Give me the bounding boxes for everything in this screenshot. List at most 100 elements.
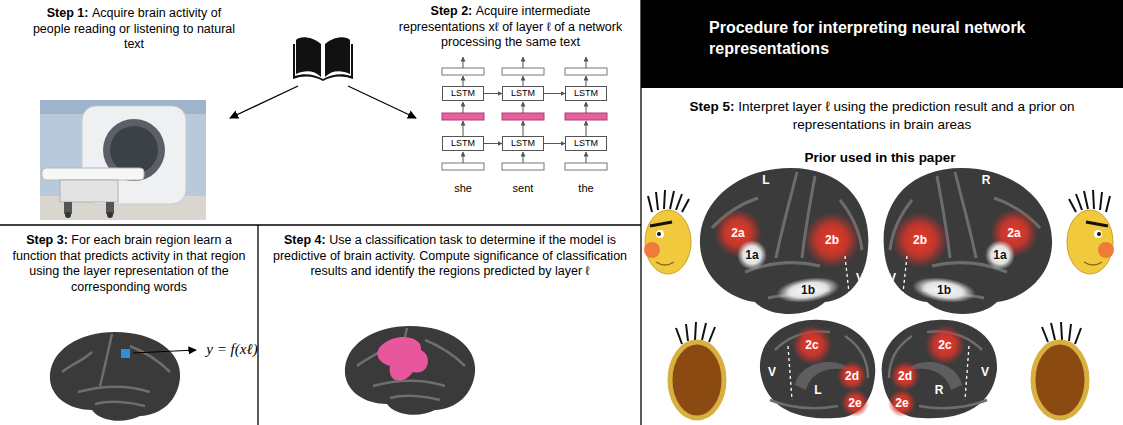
network-illustration — [442, 68, 607, 170]
network-illustration — [586, 102, 587, 113]
region-label: 2d — [898, 370, 912, 382]
medial-brain — [841, 389, 869, 417]
brain-illustration — [133, 350, 196, 353]
region-label: V — [981, 366, 989, 378]
lstm-box: LSTM — [565, 136, 607, 151]
step-panel: Step 1:Acquire brain activity of people … — [24, 4, 244, 64]
step-text: Step 3:For each brain region learn a fun… — [6, 231, 252, 296]
network-illustration — [463, 76, 464, 86]
panel-dividers — [0, 224, 641, 225]
network-illustration — [586, 57, 587, 68]
cartoon-head — [656, 230, 664, 238]
step-heading: Step 5: — [690, 99, 735, 114]
mri-scanner-photo — [107, 212, 113, 218]
lateral-brain — [737, 240, 767, 270]
step-panel: Step 4:Use a classification task to dete… — [259, 231, 641, 301]
node-text: Use a classification task to determine i… — [273, 233, 627, 278]
cartoon-head — [644, 190, 691, 274]
recurrent-arrow — [544, 143, 565, 144]
cartoon-head — [670, 342, 724, 418]
network-illustration — [463, 121, 464, 136]
medial-brain — [882, 320, 997, 418]
step-panel: Step 3:For each brain region learn a fun… — [0, 231, 258, 301]
network-illustration — [565, 68, 607, 75]
panel-dividers — [0, 0, 641, 425]
book-arrows — [230, 86, 416, 118]
region-label: R — [935, 384, 944, 396]
network-illustration — [565, 113, 607, 120]
cartoon-head — [656, 262, 674, 265]
input-word: sent — [513, 183, 534, 194]
brain-illustration — [377, 337, 428, 381]
region-label: 2e — [895, 397, 908, 409]
title-banner: Procedure for interpreting neural networ… — [641, 0, 1123, 88]
network-illustration — [586, 152, 587, 163]
brain-illustration — [62, 334, 170, 406]
input-word: she — [454, 183, 472, 194]
region-label: 1b — [937, 284, 951, 296]
step-heading: Step 4: — [284, 233, 326, 247]
cartoon-head — [670, 322, 724, 418]
mri-scanner-photo — [65, 212, 71, 218]
cartoon-head — [1033, 322, 1087, 418]
lateral-brain — [884, 168, 1052, 314]
network-illustration — [523, 76, 524, 86]
node-text: LSTM — [574, 139, 598, 148]
network-illustration — [442, 113, 484, 120]
network-illustration — [463, 57, 464, 68]
region-label: 2c — [938, 339, 951, 351]
region-label: 2b — [913, 234, 927, 246]
medial-brain — [788, 346, 792, 400]
step-heading: Step 1: — [47, 6, 89, 20]
network-illustration — [442, 57, 607, 170]
brain-illustration — [130, 346, 170, 372]
step-heading: Step 3: — [26, 233, 68, 247]
book-arrows — [348, 86, 416, 118]
lateral-brain — [804, 212, 860, 268]
brain-illustration — [345, 326, 475, 415]
region-label: 2e — [848, 397, 861, 409]
book-icon — [293, 37, 353, 81]
network-illustration — [463, 152, 464, 163]
panel-dividers — [257, 225, 258, 425]
node-text: LSTM — [451, 89, 475, 98]
region-label: L — [762, 174, 769, 186]
network-illustration — [502, 113, 544, 120]
lstm-box: LSTM — [442, 86, 484, 101]
network-illustration — [565, 163, 607, 170]
step-heading: Step 2: — [431, 4, 473, 18]
region-label: V — [856, 272, 864, 284]
recurrent-arrow — [544, 93, 565, 94]
cartoon-head — [645, 210, 691, 274]
step-panel: Step 2:Acquire intermediate representati… — [380, 0, 641, 225]
network-illustration — [523, 152, 524, 163]
step-text: Step 4:Use a classification task to dete… — [264, 231, 636, 280]
mri-scanner-photo — [40, 100, 206, 220]
network-illustration — [523, 121, 524, 136]
brain-illustration — [425, 340, 465, 366]
brain-illustration — [95, 402, 145, 406]
lateral-brain — [775, 274, 842, 307]
brain-illustration — [345, 326, 475, 415]
region-label: 2c — [805, 339, 818, 351]
brain-illustration — [373, 381, 445, 386]
mri-scanner-photo — [42, 168, 144, 180]
medial-brain — [770, 400, 838, 408]
recurrent-arrow — [484, 143, 502, 144]
brain-illustration — [121, 349, 130, 358]
node-text: LSTM — [511, 89, 535, 98]
lstm-box: LSTM — [442, 136, 484, 151]
lateral-brain — [712, 172, 862, 298]
step-text: Step 2:Acquire intermediate representati… — [391, 0, 631, 51]
region-label: 1a — [993, 249, 1006, 261]
book-icon — [296, 37, 321, 77]
region-label: 2a — [1007, 227, 1020, 239]
network-illustration — [502, 68, 544, 75]
node-text: LSTM — [574, 89, 598, 98]
region-label: 2d — [845, 370, 859, 382]
medial-brain — [760, 320, 875, 418]
cartoon-head — [657, 232, 661, 236]
cartoon-head — [650, 222, 672, 226]
book-icon — [293, 44, 353, 81]
